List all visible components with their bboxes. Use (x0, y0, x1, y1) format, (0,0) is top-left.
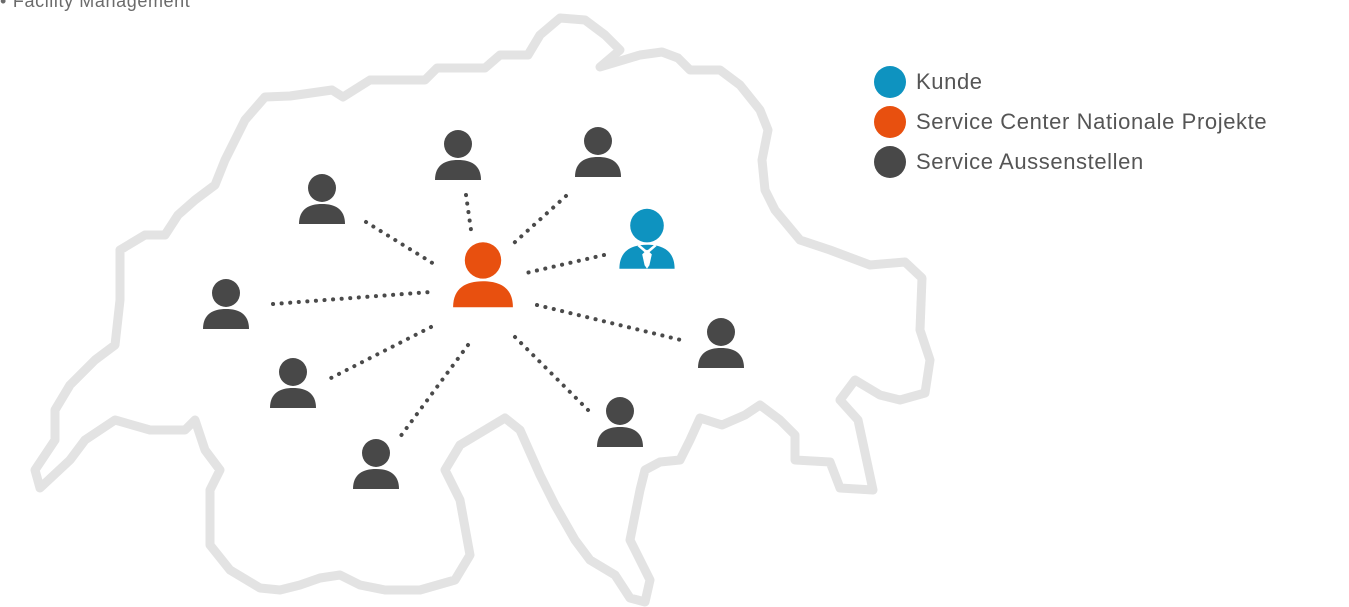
connector-line-east (535, 303, 683, 342)
bullet-dot: • (0, 0, 7, 11)
aussenstelle-person-icon (299, 174, 345, 224)
connector-lines (271, 193, 683, 439)
switzerland-outline (30, 13, 935, 607)
aussenstelle-person-icon (270, 358, 316, 408)
service-center-person-icon (453, 242, 513, 308)
aussenstelle-person-icon (203, 279, 249, 329)
legend-label-kunde: Kunde (916, 69, 983, 94)
aussenstelle-person-icon (575, 127, 621, 177)
legend-label-aussenstellen: Service Aussenstellen (916, 149, 1144, 174)
aussenstellen-swatch-icon (874, 146, 906, 178)
connector-line-to-kunde (524, 253, 606, 275)
connector-line-northeast (512, 194, 568, 245)
aussenstelle-person-icon (353, 439, 399, 489)
legend: Kunde Service Center Nationale Projekte … (874, 62, 1267, 182)
legend-item-service-center: Service Center Nationale Projekte (874, 102, 1267, 142)
aussenstelle-person-icon (435, 130, 481, 180)
legend-item-kunde: Kunde (874, 62, 1267, 102)
kunde-swatch-icon (874, 66, 906, 98)
top-bullet-text: • Facility Management (0, 0, 190, 12)
connector-line-south (398, 343, 470, 439)
connector-line-northwest (364, 220, 436, 266)
aussenstelle-person-icon (597, 397, 643, 447)
service-center-swatch-icon (874, 106, 906, 138)
connector-line-north (464, 193, 473, 232)
kunde-person-icon (619, 208, 675, 269)
connector-line-west-mid (271, 290, 432, 306)
aussenstelle-person-icon (698, 318, 744, 368)
facility-management-label: Facility Management (12, 0, 191, 11)
connector-line-southwest (329, 325, 433, 380)
connector-line-southeast (513, 335, 590, 412)
legend-label-service-center: Service Center Nationale Projekte (916, 109, 1268, 134)
legend-item-aussenstellen: Service Aussenstellen (874, 142, 1267, 182)
